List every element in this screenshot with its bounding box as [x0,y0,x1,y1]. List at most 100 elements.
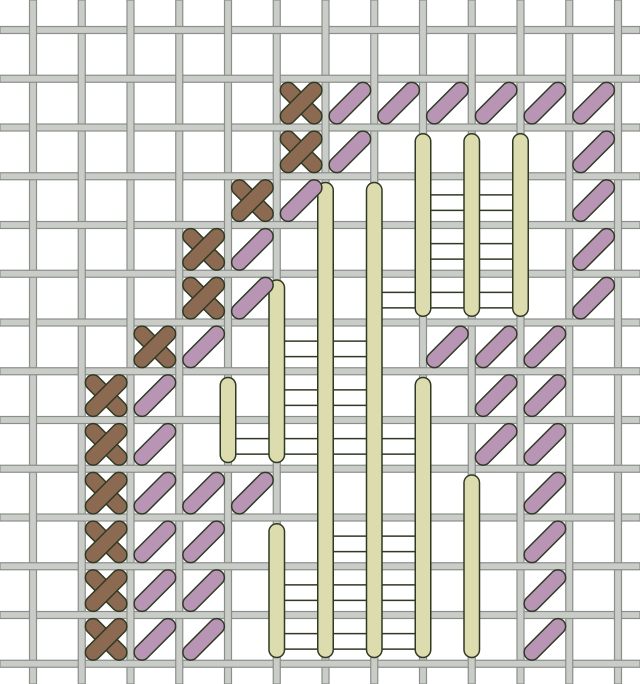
canvas-thread-crossing [30,220,37,230]
canvas-thread-crossing [225,220,232,230]
diagonal-stitch [142,383,168,409]
diagonal-stitch [337,90,363,116]
cross-stitch [191,285,217,311]
cross-stitch [93,529,119,555]
canvas-thread-crossing [517,25,524,35]
cross-stitch [93,431,119,457]
diagonal-stitch [239,285,265,311]
diagonal-stitch [142,529,168,555]
diagonal-stitch [191,578,217,604]
diagonal-stitch [532,480,558,506]
canvas-thread-crossing [176,74,183,84]
canvas-thread-crossing [566,366,573,376]
cross-stitch [239,188,265,214]
canvas-thread-crossing [517,318,524,328]
cross-stitch [93,626,119,652]
diagonal-stitch [581,139,607,165]
canvas-thread-crossing [420,123,427,133]
canvas-thread-crossing [273,464,280,474]
canvas-thread-crossing [176,561,183,571]
diagonal-stitch [532,529,558,555]
canvas-thread-crossing [30,415,37,425]
diagonal-stitch [532,383,558,409]
canvas-thread-crossing [566,464,573,474]
canvas-thread-crossing [468,464,475,474]
canvas-thread-crossing [30,123,37,133]
canvas-thread-crossing [517,513,524,523]
canvas-thread-crossing [517,123,524,133]
diagonal-stitch [483,334,509,360]
canvas-thread-vertical [30,0,37,684]
canvas-thread-vertical [225,0,232,684]
canvas-thread-crossing [176,269,183,279]
canvas-thread-crossing [127,123,134,133]
canvas-thread-crossing [420,25,427,35]
canvas-thread-crossing [566,74,573,84]
diagonal-stitch [434,90,460,116]
canvas-thread-crossing [225,123,232,133]
canvas-thread-crossing [566,659,573,669]
canvas-thread-crossing [78,74,85,84]
diagonal-stitch [532,334,558,360]
canvas-thread-crossing [273,269,280,279]
canvas-thread-crossing [225,610,232,620]
canvas-thread-crossing [273,74,280,84]
diagonal-stitch [532,90,558,116]
canvas-thread-crossing [420,318,427,328]
cross-stitch [288,90,314,116]
diagonal-stitch [142,578,168,604]
canvas-thread-crossing [371,74,378,84]
canvas-thread-horizontal [0,75,640,82]
canvas-thread-crossing [615,513,622,523]
canvas-thread-vertical [127,0,134,684]
canvas-thread-vertical [566,0,573,684]
canvas-thread-crossing [176,171,183,181]
diagonal-stitch [532,626,558,652]
canvas-thread-crossing [371,171,378,181]
canvas-thread-crossing [615,415,622,425]
canvas-thread-crossing [468,659,475,669]
canvas-thread-crossing [127,415,134,425]
canvas-thread-crossing [127,610,134,620]
canvas-thread-crossing [371,659,378,669]
canvas-thread-crossing [615,220,622,230]
cross-stitch [93,383,119,409]
canvas-thread-crossing [273,659,280,669]
canvas-thread-crossing [78,561,85,571]
canvas-thread-crossing [30,25,37,35]
diagonal-stitch [386,90,412,116]
canvas-thread-crossing [468,74,475,84]
canvas-thread-crossing [176,464,183,474]
canvas-thread-crossing [615,25,622,35]
diagonal-stitch [483,90,509,116]
canvas-thread-vertical [176,0,183,684]
canvas-thread-crossing [78,171,85,181]
cross-stitch [93,578,119,604]
canvas-thread-horizontal [0,27,640,34]
canvas-thread-crossing [615,123,622,133]
canvas-thread-vertical [615,0,622,684]
cross-stitch [142,334,168,360]
canvas-thread-crossing [322,123,329,133]
canvas-thread-crossing [30,318,37,328]
canvas-thread-crossing [615,610,622,620]
diagonal-stitch [191,529,217,555]
canvas-thread-crossing [322,25,329,35]
canvas-thread-crossing [225,513,232,523]
diagonal-stitch [532,578,558,604]
canvas-thread-crossing [78,659,85,669]
diagonal-stitch [581,90,607,116]
diagonal-stitch [434,334,460,360]
diagonal-stitch [581,188,607,214]
canvas-thread-crossing [30,610,37,620]
canvas-thread-vertical [517,0,524,684]
canvas-thread-crossing [566,561,573,571]
diagonal-stitch [581,285,607,311]
diagonal-stitch [142,480,168,506]
canvas-thread-crossing [127,25,134,35]
canvas-thread-crossing [78,464,85,474]
canvas-thread-crossing [225,318,232,328]
canvas-thread-crossing [127,220,134,230]
canvas-thread-crossing [30,513,37,523]
